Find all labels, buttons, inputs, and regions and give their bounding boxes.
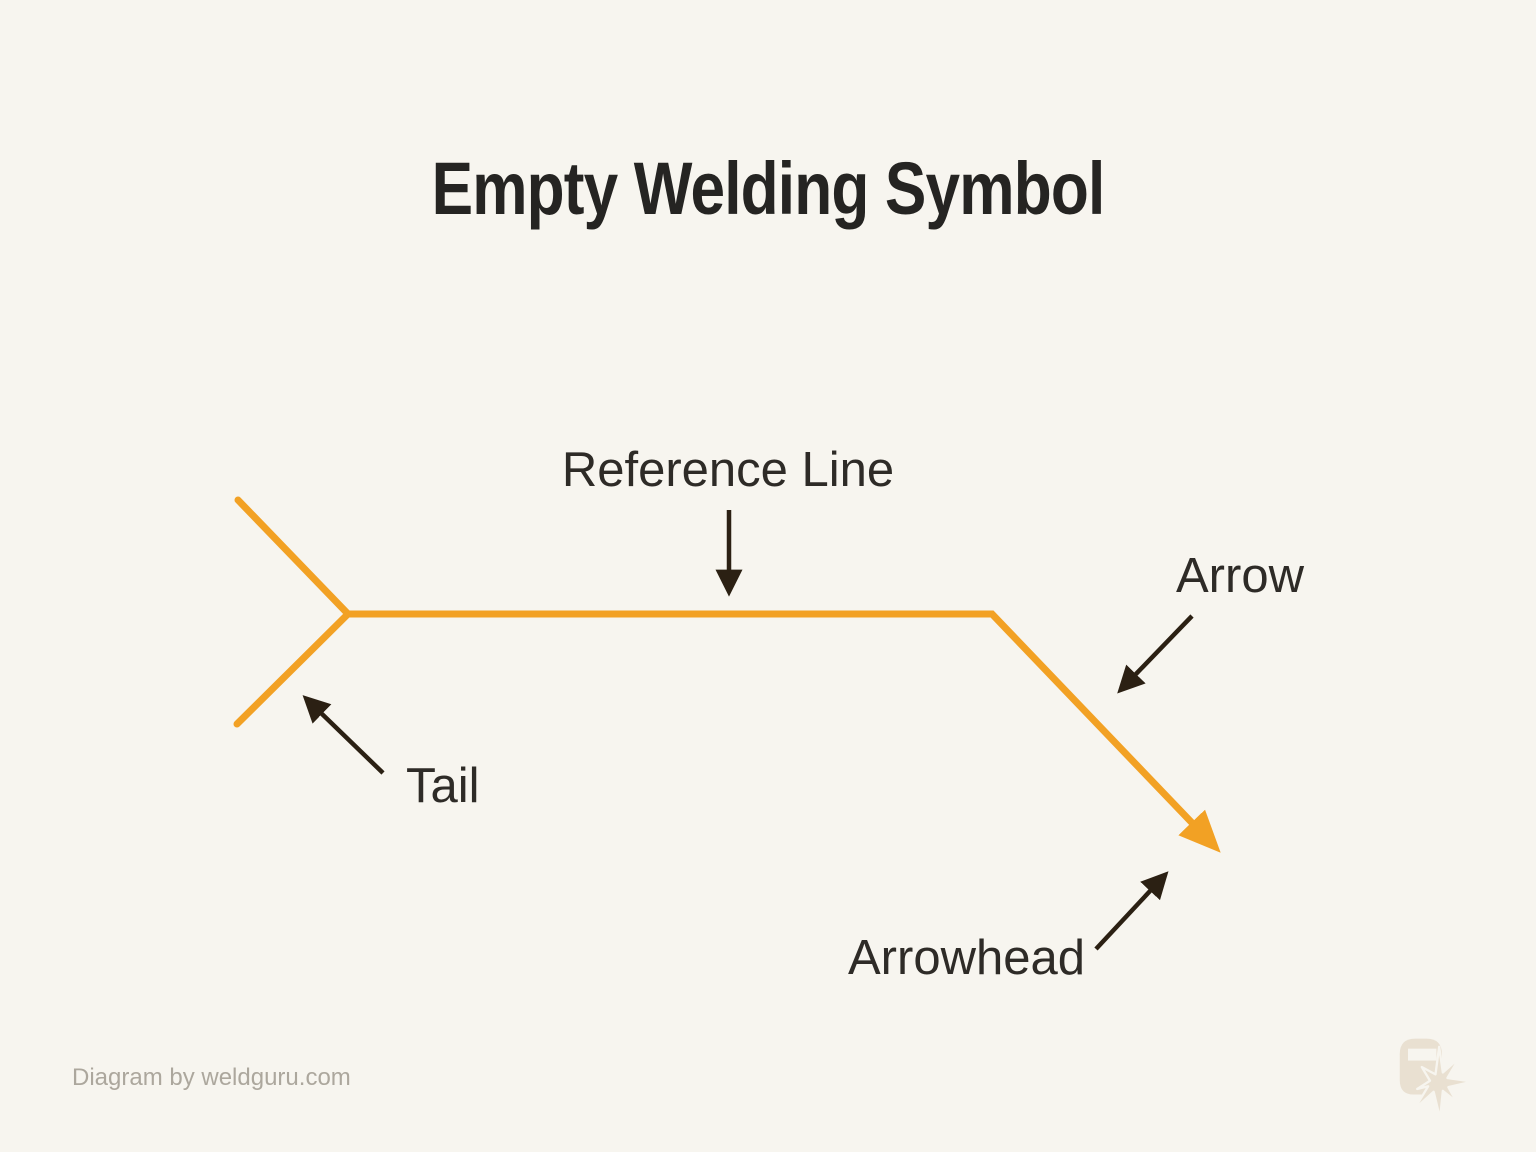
tail-fork-lines — [233, 496, 353, 728]
annotation-arrows — [302, 510, 1194, 951]
reference-line-and-arrow — [344, 610, 1221, 853]
weldguru-logo — [1399, 1038, 1474, 1120]
label-arrowhead: Arrowhead — [848, 931, 1085, 985]
arrowhead-pointer-arrow-icon — [1094, 871, 1169, 951]
tail-pointer-arrow-icon — [302, 695, 385, 775]
spark-burst-icon — [1413, 1045, 1474, 1120]
label-reference-line: Reference Line — [561, 443, 895, 497]
welding-symbol — [233, 496, 1221, 853]
label-arrow: Arrow — [1176, 549, 1304, 603]
arrow-pointer-arrow-icon — [1117, 614, 1194, 694]
page-title: Empty Welding Symbol — [431, 147, 1106, 230]
credit-text: Diagram by weldguru.com — [72, 1064, 351, 1091]
label-tail: Tail — [406, 759, 480, 813]
